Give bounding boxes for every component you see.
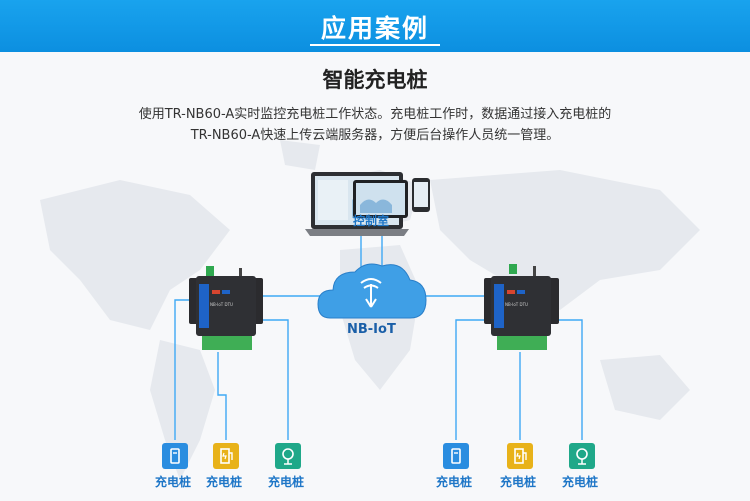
plug-icon <box>162 443 188 469</box>
node-label-right-2: 充电桩 <box>500 475 537 489</box>
header-underline <box>310 44 440 46</box>
node-label-left-3: 充电桩 <box>268 475 305 489</box>
charger-icon <box>507 443 533 469</box>
charger-icon <box>213 443 239 469</box>
section-description: 使用TR-NB60-A实时监控充电桩工作状态。充电桩工作时，数据通过接入充电桩的… <box>0 104 750 146</box>
plug-icon <box>443 443 469 469</box>
nb-iot-cloud <box>317 263 427 319</box>
node-label-left-2: 充电桩 <box>206 475 243 489</box>
description-line-2: TR-NB60-A快速上传云端服务器，方便后台操作人员统一管理。 <box>190 128 560 143</box>
control-room-computers <box>305 172 430 236</box>
description-line-1: 使用TR-NB60-A实时监控充电桩工作状态。充电桩工作时，数据通过接入充电桩的 <box>138 107 612 122</box>
header-banner: 应用案例 <box>0 0 750 52</box>
header-title: 应用案例 <box>320 14 429 43</box>
node-label-left-1: 充电桩 <box>155 475 192 489</box>
section-title: 智能充电桩 <box>322 68 428 92</box>
node-label-right-1: 充电桩 <box>436 475 473 489</box>
device-label-right: NB-IoT DTU <box>505 302 528 307</box>
control-room-label: 控制室 <box>353 214 390 228</box>
dtu-device-right <box>484 264 559 350</box>
location-icon <box>275 443 301 469</box>
node-label-right-3: 充电桩 <box>562 475 599 489</box>
dtu-device-left <box>189 266 263 350</box>
device-label-left: NB-IoT DTU <box>210 302 233 307</box>
antenna-icon <box>360 278 382 308</box>
location-icon <box>569 443 595 469</box>
cloud-label: NB-IoT <box>347 322 396 337</box>
